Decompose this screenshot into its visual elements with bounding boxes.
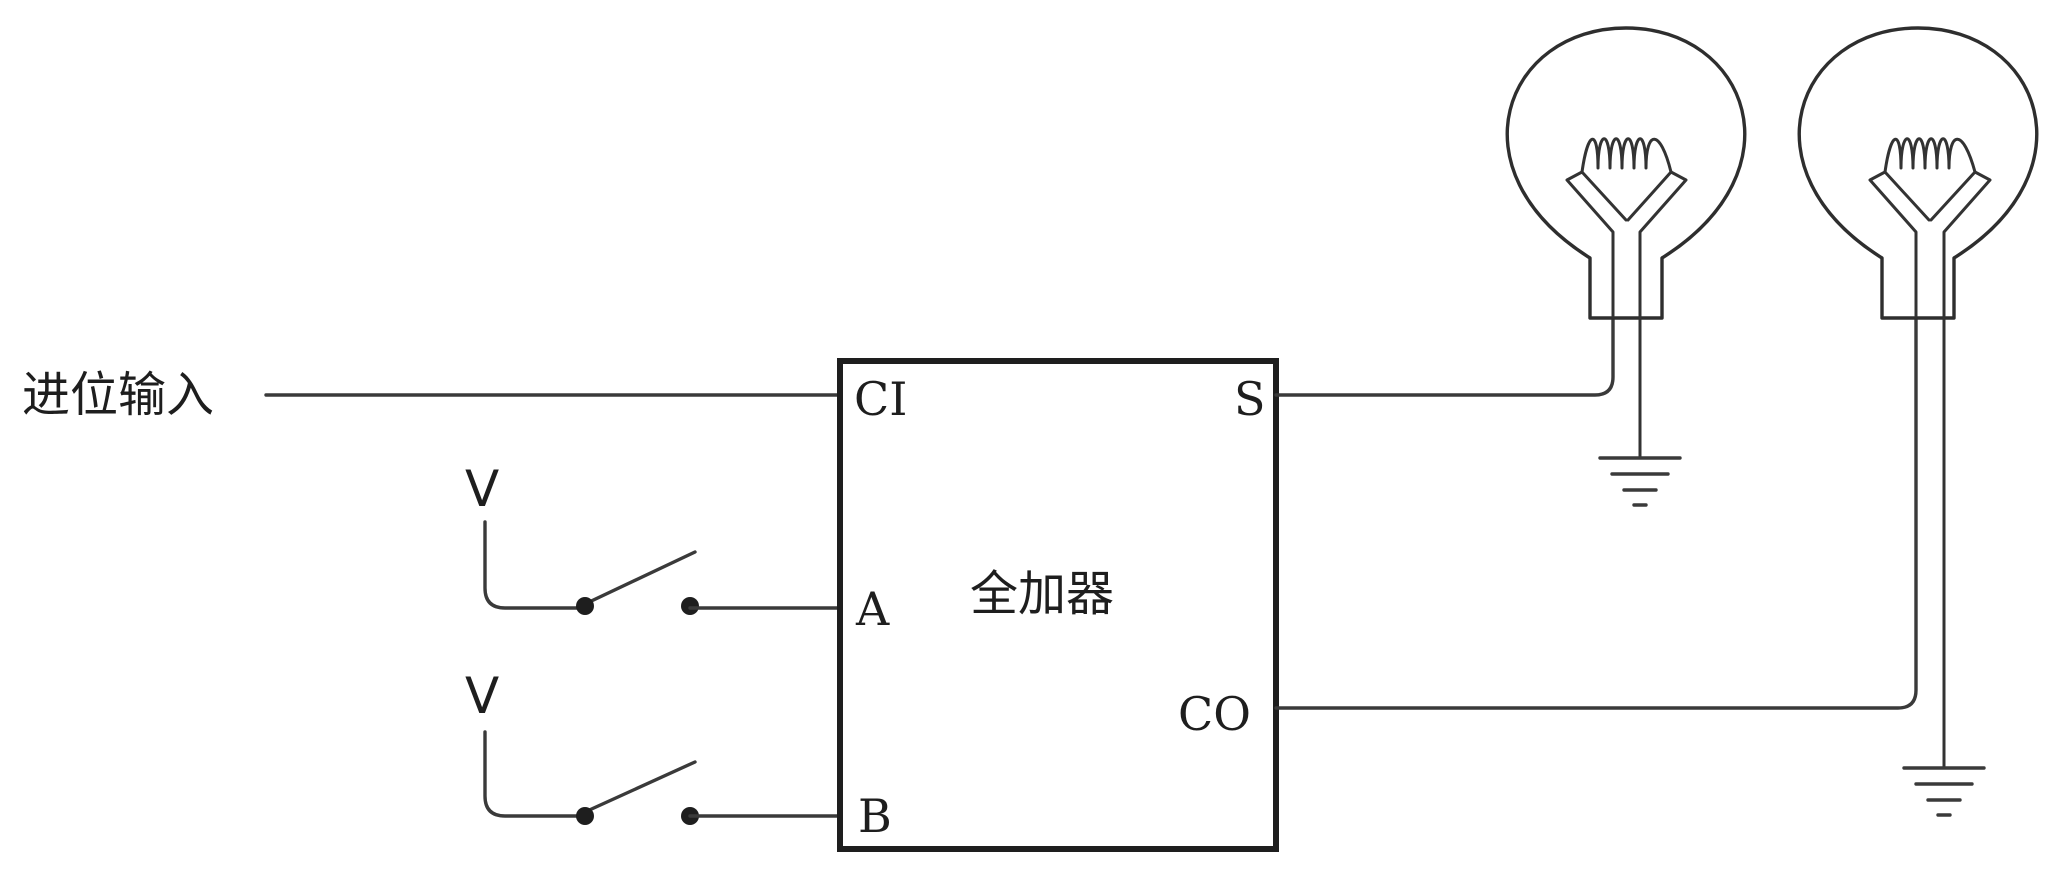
supply-v-label-a: V <box>465 460 499 518</box>
carry-bulb-glass <box>1797 26 2039 320</box>
ground-icon <box>1902 766 1986 817</box>
switch-a[interactable]: V <box>465 460 842 615</box>
switch-b-lever <box>583 760 697 814</box>
pin-b-label: B <box>858 789 892 843</box>
ground-icon <box>1598 456 1682 507</box>
switch-b[interactable]: V <box>465 667 842 825</box>
full-adder-block: 全加器 CI A B S CO <box>837 358 1279 852</box>
carry-bulb-filament <box>1883 137 1977 174</box>
supply-v-label-b: V <box>465 667 499 725</box>
pin-s-label: S <box>1234 372 1266 426</box>
switch-a-pivot <box>576 597 594 615</box>
sum-bulb-filament <box>1580 137 1673 174</box>
sum-bulb <box>1505 26 1747 460</box>
carry-bulb <box>1797 26 2039 770</box>
sum-output-wire <box>1274 314 1615 397</box>
switch-a-contact <box>681 597 699 615</box>
pin-a-label: A <box>855 582 890 636</box>
pin-ci-label: CI <box>854 372 907 426</box>
carry-bulb-lead-right <box>1929 170 1992 318</box>
carry-bulb-lead-left <box>1868 170 1931 318</box>
adder-title: 全加器 <box>970 566 1114 622</box>
carry-in-label: 进位输入 <box>22 367 214 423</box>
switch-b-pivot <box>576 807 594 825</box>
sum-bulb-lead-right <box>1626 170 1688 318</box>
pin-co-label: CO <box>1178 687 1251 741</box>
switch-a-lever <box>583 550 697 606</box>
sum-bulb-lead-left <box>1565 170 1628 318</box>
sum-bulb-glass <box>1505 26 1747 320</box>
carry-out-wire <box>1274 314 1918 710</box>
